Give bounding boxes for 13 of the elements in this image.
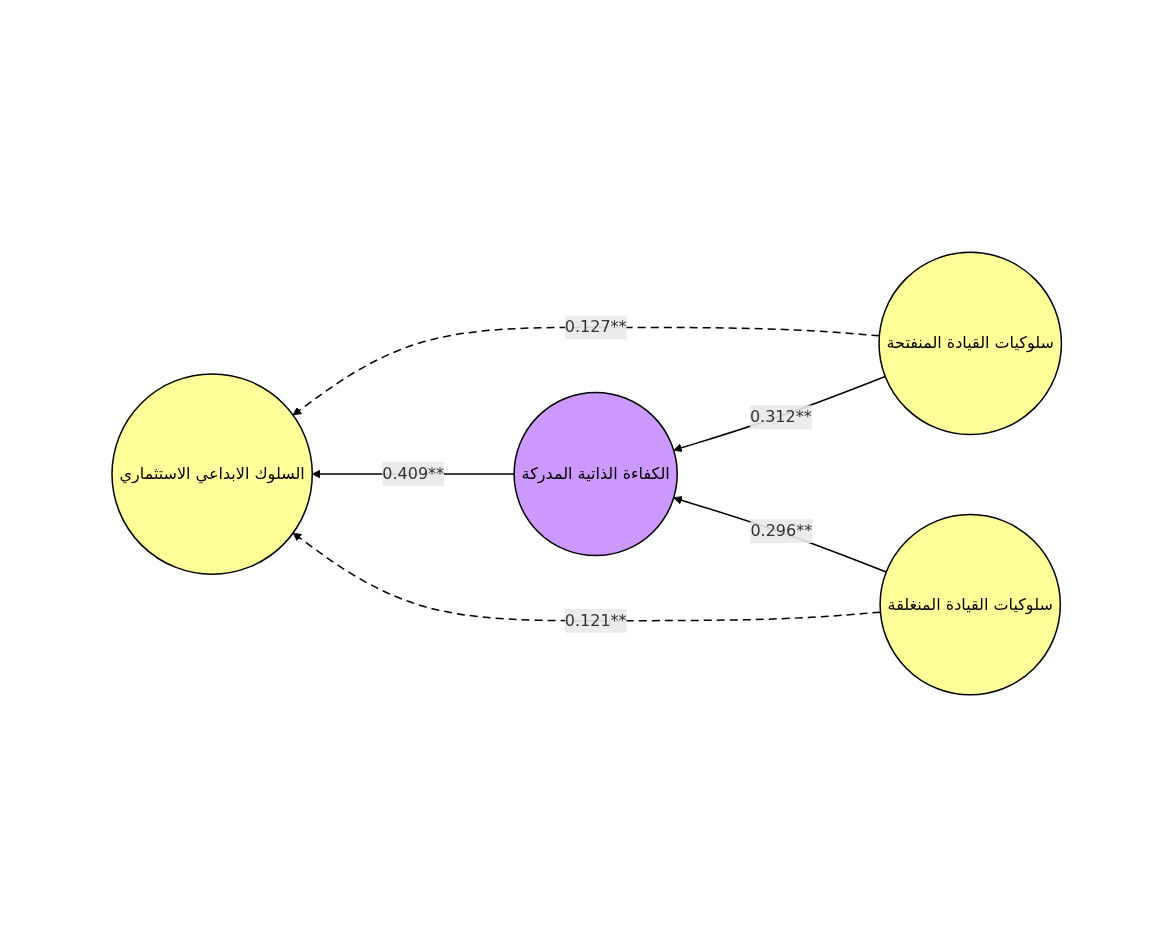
edge-label: 0.296** <box>750 521 812 541</box>
edge-label: 0.127** <box>564 317 627 337</box>
arrow <box>292 326 880 416</box>
node-circle: الكفاءة الذاتية المدركة <box>513 391 678 557</box>
arrow <box>673 375 886 453</box>
edge-label: 0.409** <box>382 464 444 484</box>
edge-label: 0.312** <box>749 407 812 427</box>
node-circle: سلوكيات القيادة المنغلقة <box>879 513 1061 696</box>
arrow <box>292 532 881 622</box>
arrow <box>673 496 887 573</box>
edge-label: 0.121** <box>564 610 627 630</box>
node-circle: سلوكيات القيادة المنفتحة <box>878 251 1062 436</box>
node-circle: السلوك الابداعي الاستثماري <box>111 373 313 575</box>
